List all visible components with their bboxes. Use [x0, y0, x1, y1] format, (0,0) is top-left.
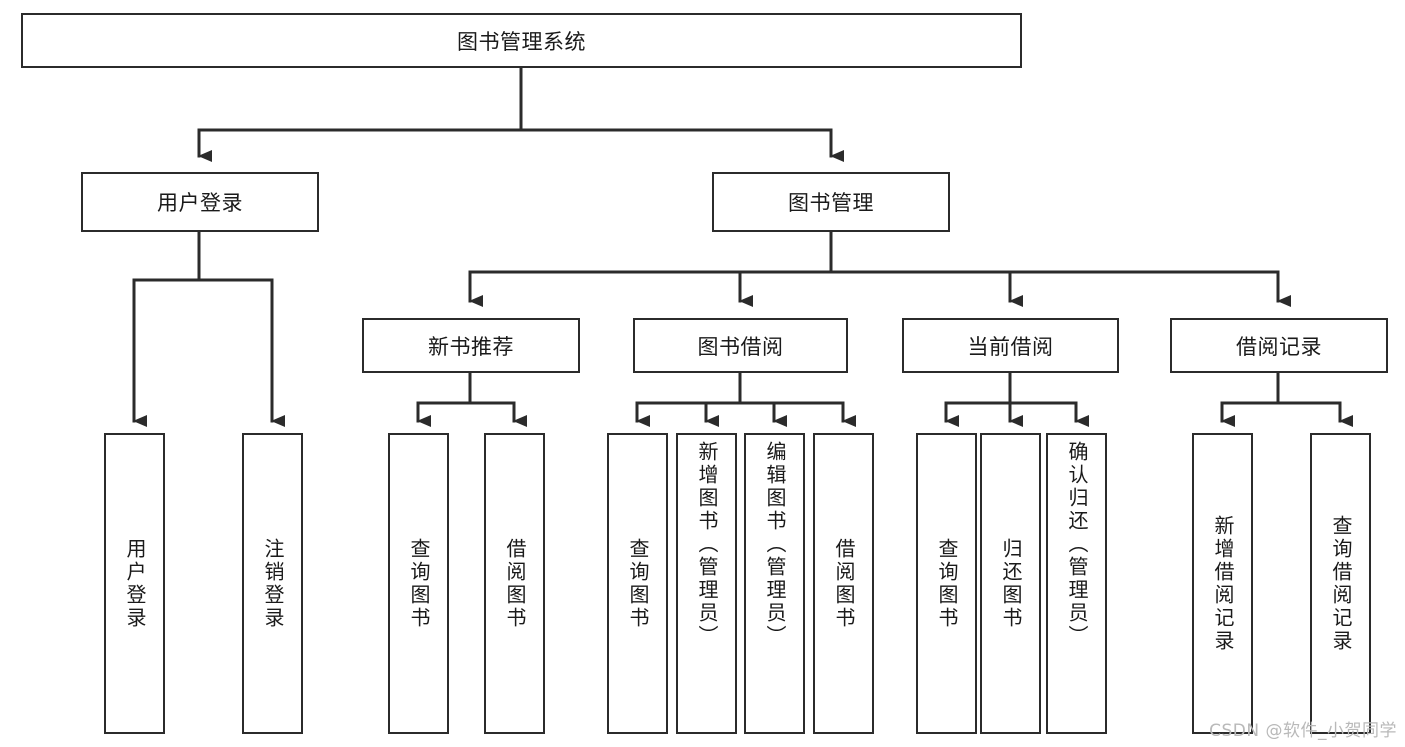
node-leaf-query-book-1[interactable]: 查询图书: [388, 433, 449, 734]
node-new-book-rec[interactable]: 新书推荐: [362, 318, 580, 373]
node-leaf-query-book-3-label: 查询图书: [935, 537, 959, 630]
node-leaf-confirm-return[interactable]: 确认归还（管理员）: [1046, 433, 1107, 734]
node-current-borrow-label: 当前借阅: [967, 334, 1054, 359]
node-leaf-logout-label: 注销登录: [261, 537, 285, 630]
node-leaf-borrow-book-2-label: 借阅图书: [832, 537, 856, 630]
node-root-label: 图书管理系统: [457, 29, 586, 54]
node-leaf-borrow-book-2[interactable]: 借阅图书: [813, 433, 874, 734]
node-leaf-query-book-1-label: 查询图书: [407, 537, 431, 630]
node-leaf-add-record[interactable]: 新增借阅记录: [1192, 433, 1253, 734]
node-leaf-confirm-return-label: 确认归还（管理员）: [1065, 441, 1089, 648]
node-leaf-return-book[interactable]: 归还图书: [980, 433, 1041, 734]
node-book-borrow-label: 图书借阅: [697, 334, 784, 359]
node-user-login[interactable]: 用户登录: [81, 172, 319, 232]
node-current-borrow[interactable]: 当前借阅: [902, 318, 1119, 373]
node-leaf-query-book-2-label: 查询图书: [626, 537, 650, 630]
node-leaf-query-record[interactable]: 查询借阅记录: [1310, 433, 1371, 734]
node-leaf-logout[interactable]: 注销登录: [242, 433, 303, 734]
node-book-borrow[interactable]: 图书借阅: [633, 318, 848, 373]
node-leaf-borrow-book-1[interactable]: 借阅图书: [484, 433, 545, 734]
node-leaf-query-book-3[interactable]: 查询图书: [916, 433, 977, 734]
node-leaf-return-book-label: 归还图书: [999, 537, 1023, 630]
node-leaf-add-record-label: 新增借阅记录: [1211, 514, 1235, 653]
csdn-watermark: CSDN @软件_小贺同学: [1209, 721, 1397, 741]
node-new-book-rec-label: 新书推荐: [428, 334, 514, 359]
node-leaf-user-login[interactable]: 用户登录: [104, 433, 165, 734]
node-leaf-edit-book-label: 编辑图书（管理员）: [763, 441, 787, 648]
node-leaf-borrow-book-1-label: 借阅图书: [503, 537, 527, 630]
node-borrow-record-label: 借阅记录: [1236, 334, 1322, 359]
node-user-login-label: 用户登录: [157, 191, 243, 215]
node-leaf-add-book-label: 新增图书（管理员）: [695, 441, 719, 648]
node-leaf-query-record-label: 查询借阅记录: [1329, 514, 1353, 653]
node-leaf-edit-book[interactable]: 编辑图书（管理员）: [744, 433, 805, 734]
node-book-manage-label: 图书管理: [788, 191, 874, 215]
node-book-manage[interactable]: 图书管理: [712, 172, 950, 232]
node-root[interactable]: 图书管理系统: [21, 13, 1022, 68]
node-borrow-record[interactable]: 借阅记录: [1170, 318, 1388, 373]
node-leaf-add-book[interactable]: 新增图书（管理员）: [676, 433, 737, 734]
node-leaf-query-book-2[interactable]: 查询图书: [607, 433, 668, 734]
node-leaf-user-login-label: 用户登录: [123, 537, 147, 630]
